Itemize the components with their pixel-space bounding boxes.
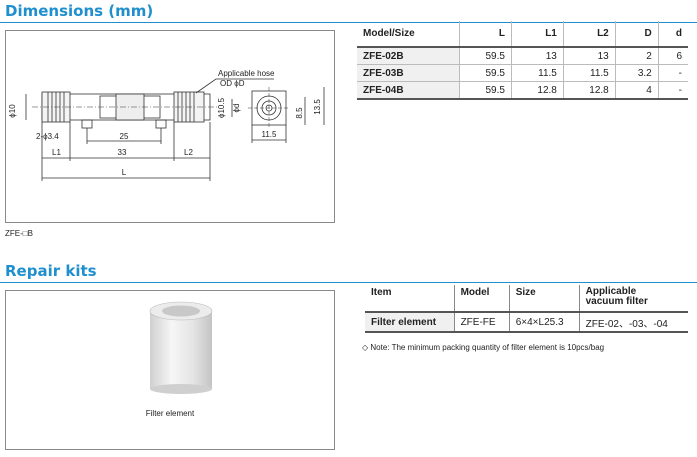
cell-l2: 12.8 (563, 81, 616, 100)
table-row: ZFE-03B 59.5 11.5 11.5 3.2 - (357, 64, 688, 82)
cell-d-upper: 4 (615, 81, 659, 100)
cell-model: ZFE-FE (454, 312, 510, 333)
dim-13-5: 13.5 (313, 99, 322, 115)
col-size: Size (509, 285, 580, 313)
col-model-size: Model/Size (357, 21, 461, 48)
dim-25: 25 (120, 132, 129, 141)
repair-table: Item Model Size Applicable vacuum filter… (365, 285, 688, 333)
col-l2: L2 (563, 21, 616, 48)
dimensions-rule (0, 22, 697, 23)
cell-model: ZFE-04B (357, 81, 461, 100)
col-model: Model (454, 285, 510, 313)
cell-l1: 11.5 (511, 64, 564, 82)
col-applicable-filter: Applicable vacuum filter (579, 285, 688, 313)
dim-l2: L2 (184, 148, 193, 157)
drawing-box: ϕ10 Applicable hose OD ϕD ϕ10.5 ϕd 2-ϕ3.… (5, 30, 335, 223)
packing-note: ◇ Note: The minimum packing quantity of … (362, 343, 605, 352)
cell-item: Filter element (365, 312, 455, 333)
cell-l: 59.5 (459, 64, 512, 82)
col-l1: L1 (511, 21, 564, 48)
dim-phi-d: ϕd (232, 104, 241, 113)
cell-l2: 13 (563, 47, 616, 65)
cell-model: ZFE-02B (357, 47, 461, 65)
cell-l: 59.5 (459, 81, 512, 100)
dimensions-table: Model/Size L L1 L2 D d ZFE-02B 59.5 13 1… (357, 21, 688, 100)
cell-applicable-filter: ZFE-02、-03、-04 (579, 312, 688, 333)
repair-title: Repair kits (5, 262, 97, 280)
cell-d-lower: - (658, 64, 688, 82)
cell-l1: 13 (511, 47, 564, 65)
od-label: OD ϕD (220, 79, 245, 88)
col-item: Item (365, 285, 455, 313)
col-d-upper: D (615, 21, 659, 48)
dim-phi10: ϕ10 (8, 104, 17, 118)
cell-d-upper: 2 (615, 47, 659, 65)
dim-holes: 2-ϕ3.4 (36, 132, 59, 141)
hose-label: Applicable hose (218, 69, 275, 78)
dim-11-5: 11.5 (262, 130, 278, 139)
filter-image-box: Filter element (5, 290, 335, 450)
col-l: L (459, 21, 512, 48)
cell-l1: 12.8 (511, 81, 564, 100)
table-header-row: Item Model Size Applicable vacuum filter (365, 285, 688, 313)
dim-8-5: 8.5 (295, 107, 304, 119)
dimension-drawing: ϕ10 Applicable hose OD ϕD ϕ10.5 ϕd 2-ϕ3.… (8, 69, 325, 181)
dim-l1: L1 (52, 148, 61, 157)
repair-rule (0, 282, 697, 283)
filter-image-caption: Filter element (145, 409, 195, 418)
drawing-caption: ZFE-□B (5, 229, 33, 238)
cell-l: 59.5 (459, 47, 512, 65)
dim-l: L (122, 168, 127, 177)
cell-d-lower: 6 (658, 47, 688, 65)
dim-33: 33 (118, 148, 127, 157)
cell-size: 6×4×L25.3 (509, 312, 580, 333)
cell-model: ZFE-03B (357, 64, 461, 82)
cell-d-upper: 3.2 (615, 64, 659, 82)
dimensions-title: Dimensions (mm) (5, 2, 154, 20)
col-d-lower: d (658, 21, 688, 48)
table-row: ZFE-04B 59.5 12.8 12.8 4 - (357, 81, 688, 100)
cell-l2: 11.5 (563, 64, 616, 82)
filter-element-image (149, 301, 213, 394)
table-row: Filter element ZFE-FE 6×4×L25.3 ZFE-02、-… (365, 312, 688, 333)
table-row: ZFE-02B 59.5 13 13 2 6 (357, 47, 688, 65)
dim-phi10-5: ϕ10.5 (217, 97, 226, 118)
table-header-row: Model/Size L L1 L2 D d (357, 21, 688, 48)
cell-d-lower: - (658, 81, 688, 100)
